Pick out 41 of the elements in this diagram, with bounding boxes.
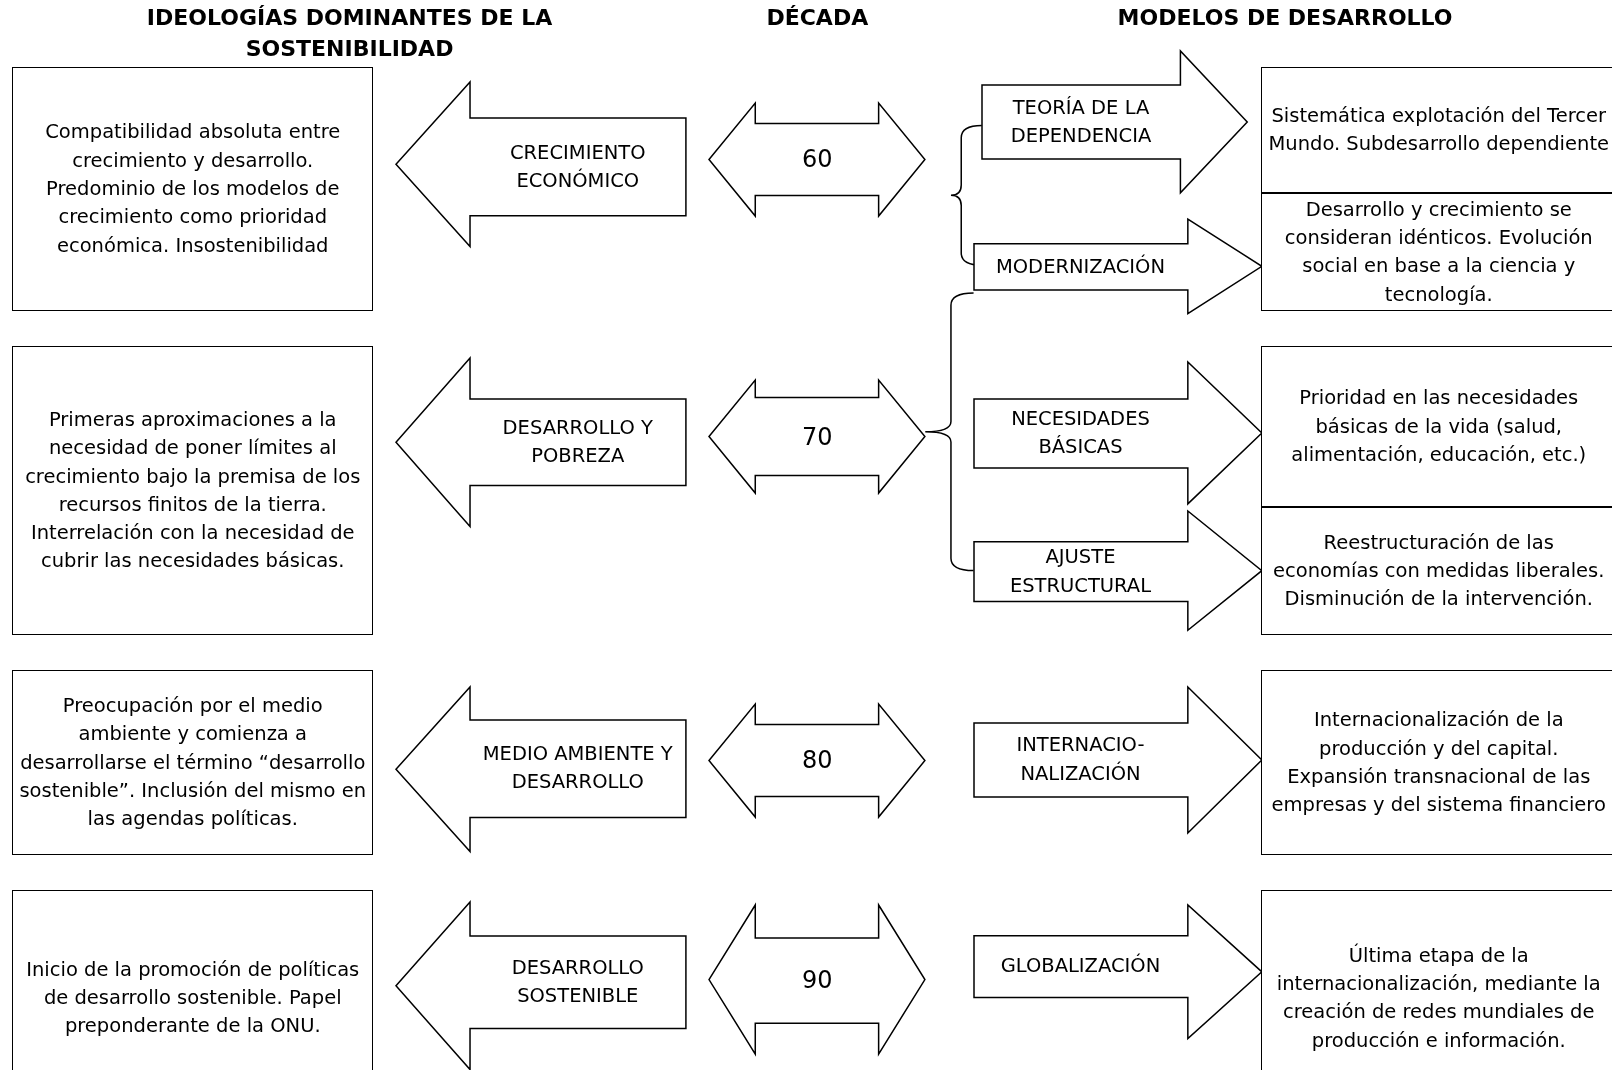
- right-arrow-shape: [973, 904, 1262, 1039]
- arrow-label: TEORÍA DE LA DEPENDENCIA: [1009, 95, 1153, 150]
- decade-label: 60: [801, 143, 834, 175]
- arrow-label: CRECIMIENTO ECONÓMICO: [508, 139, 647, 195]
- right-arrow-shape: [981, 51, 1248, 194]
- arrow-label: DESARROLLO Y POBREZA: [501, 414, 654, 470]
- left-arrow-shape: [395, 357, 686, 527]
- description-box: Primeras aproximaciones a la necesidad de poner límites al crecimiento bajo la premisa de los recursos finitos de la tierra. Interrelación con la necesidad de cubrir las necesidades básicas.: [12, 346, 374, 636]
- arrow-label: NECESIDADES BÁSICAS: [1010, 406, 1151, 461]
- description-box: Sistemática explotación del Tercer Mundo. Subdesarrollo dependiente: [1261, 66, 1612, 194]
- decade-label: 90: [801, 964, 834, 996]
- column-heading: MODELOS DE DESARROLLO: [1116, 4, 1454, 33]
- decade-label: 70: [801, 421, 834, 453]
- right-arrow-shape: [973, 218, 1262, 314]
- description-box: Internacionalización de la producción y del capital. Expansión transnacional de las empresas y del sistema financiero: [1261, 670, 1612, 856]
- right-arrow-shape: [973, 361, 1262, 504]
- right-arrow-shape: [973, 686, 1262, 833]
- column-heading: IDEOLOGÍAS DOMINANTES DE LA SOSTENIBILIDAD: [145, 4, 554, 63]
- description-box: Última etapa de la internacionalización, mediante la creación de redes mundiales de producción e información.: [1261, 890, 1612, 1070]
- description-box: Prioridad en las necesidades básicas de la vida (salud, alimentación, educación, etc.): [1261, 346, 1612, 507]
- left-arrow-shape: [395, 686, 686, 852]
- description-box: Inicio de la promoción de políticas de desarrollo sostenible. Papel preponderante de la ONU.: [12, 890, 374, 1070]
- description-box: Compatibilidad absoluta entre crecimiento y desarrollo. Predominio de los modelos de crecimiento como prioridad económica. Insostenibilidad: [12, 66, 374, 312]
- description-box: Preocupación por el medio ambiente y comienza a desarrollarse el término “desarrollo sostenible”. Inclusión del mismo en las agendas políticas.: [12, 670, 374, 856]
- description-box: Desarrollo y crecimiento se consideran idénticos. Evolución social en base a la ciencia y tecnología.: [1261, 193, 1612, 312]
- decade-label: 80: [801, 745, 834, 777]
- right-arrow-shape: [973, 510, 1262, 631]
- arrow-label: INTERNACIO-NALIZACIÓN: [1015, 732, 1146, 787]
- arrow-label: GLOBALIZACIÓN: [999, 952, 1162, 980]
- column-heading: DÉCADA: [765, 4, 870, 33]
- double-arrow-shape: [709, 904, 926, 1054]
- left-arrow-shape: [395, 82, 686, 247]
- arrow-label: AJUSTE ESTRUCTURAL: [1008, 544, 1153, 599]
- left-arrow-shape: [395, 901, 686, 1070]
- double-arrow-shape: [709, 102, 926, 216]
- description-box: Reestructuración de las economías con medidas liberales. Disminución de la intervención.: [1261, 506, 1612, 636]
- double-arrow-shape: [709, 380, 926, 494]
- arrow-label: MODERNIZACIÓN: [994, 253, 1166, 280]
- double-arrow-shape: [709, 704, 926, 818]
- arrow-label: DESARROLLO SOSTENIBLE: [510, 954, 645, 1009]
- arrow-label: MEDIO AMBIENTE Y DESARROLLO: [481, 741, 674, 796]
